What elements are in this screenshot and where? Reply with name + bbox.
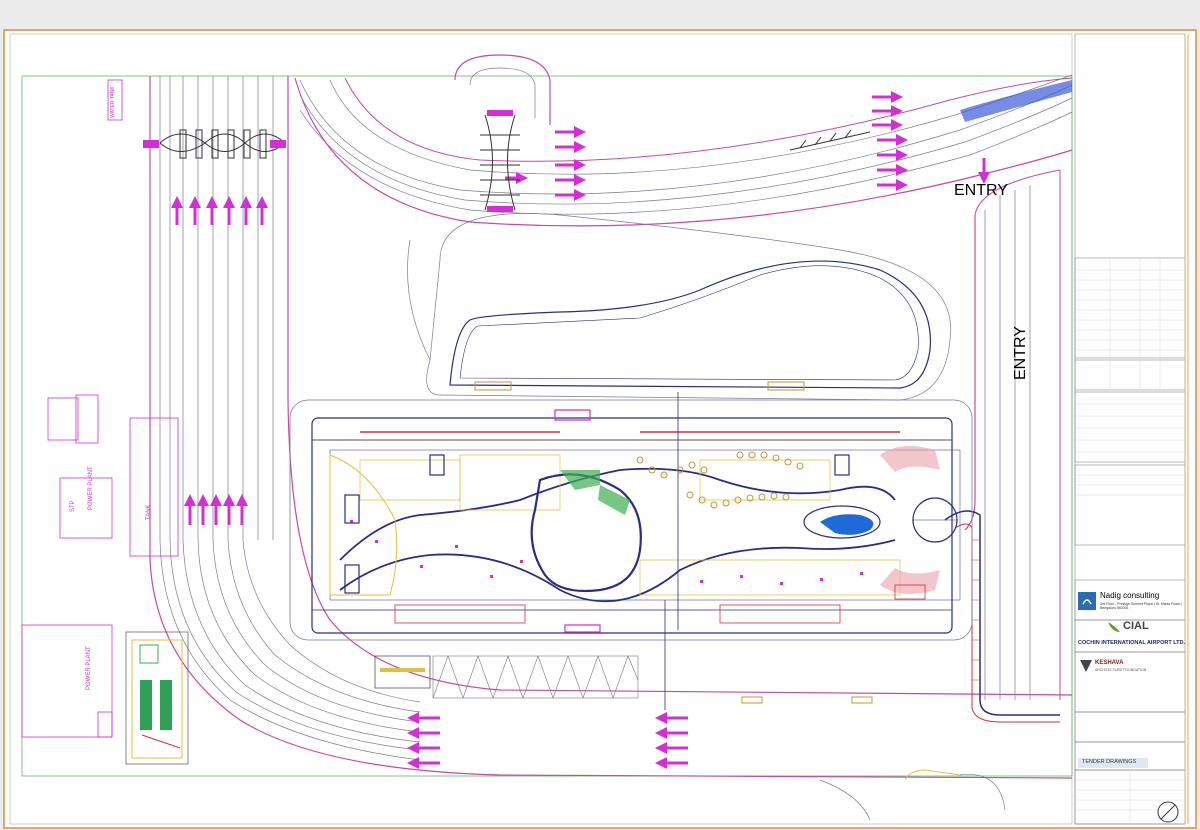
consultant-name: Nadig consulting (1100, 591, 1160, 600)
client-logo-text: CIAL (1123, 620, 1149, 632)
consultant-address: 3rd Floor - Prestige Sumeet Plaza | St. … (1100, 602, 1182, 610)
parking-bay (432, 655, 639, 699)
stp-label: STP (70, 500, 76, 512)
site-boundary (21, 75, 1073, 777)
entry-label-side: ENTRY (1012, 326, 1029, 380)
traffic-arrows (171, 91, 990, 769)
water-tank-label: WATER TANK (110, 86, 116, 118)
entry-label-top: ENTRY (954, 182, 1008, 199)
toll-plaza-left (159, 129, 286, 159)
terminal-building (289, 392, 973, 710)
substation-plan (125, 631, 189, 765)
architect-logo-icon (1080, 660, 1092, 672)
central-atrium (530, 473, 642, 593)
power-plant-label-b: POWER PLANT (86, 646, 92, 690)
right-road (984, 185, 1031, 700)
consultant-logo-icon (1078, 592, 1096, 610)
tank-label: TANK (146, 504, 152, 520)
architect-name: KESHAVA (1095, 660, 1124, 666)
client-name: COCHIN INTERNATIONAL AIRPORT LTD. (1078, 640, 1186, 646)
left-road (159, 76, 421, 761)
water-feature (820, 514, 874, 535)
drawing-sheet (4, 30, 1196, 828)
power-plant-label-a: POWER PLANT (88, 466, 94, 510)
architect-sub: ARCHITECTURE FOUNDATION (1095, 668, 1147, 672)
sheet-frame (3, 29, 1197, 829)
toll-plaza-top (480, 114, 520, 211)
drawing-status: TENDER DRAWINGS (1082, 759, 1137, 765)
utility-blocks (21, 79, 179, 738)
client-logo-icon (1108, 622, 1120, 632)
